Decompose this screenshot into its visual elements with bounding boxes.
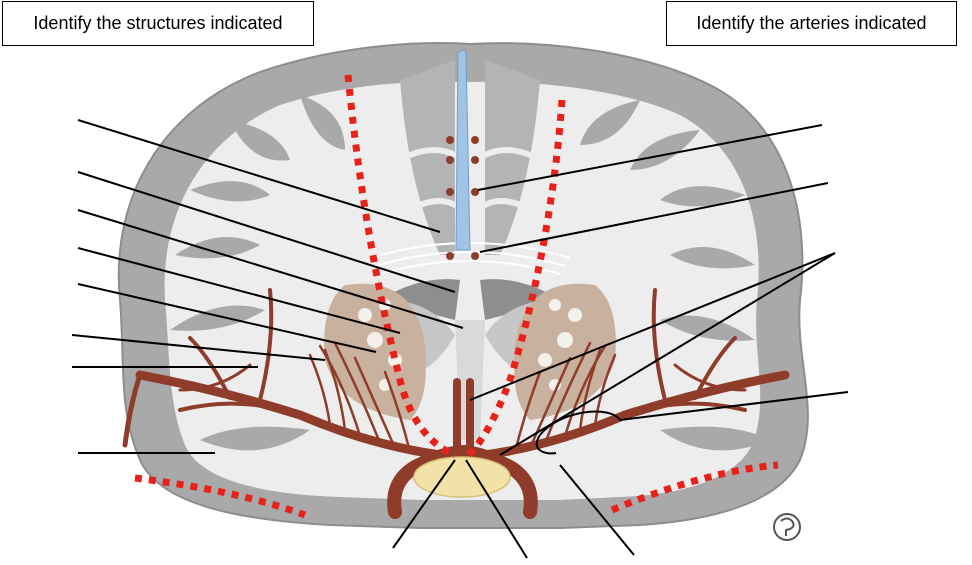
artery-leader-3a <box>469 252 836 401</box>
gyri <box>170 95 770 451</box>
optic-chiasm <box>413 456 511 498</box>
artery-leader-1 <box>477 124 823 191</box>
vascular-territory-boundaries <box>134 74 779 519</box>
lateral-ventricle-right <box>480 279 560 320</box>
aca-mca-boundary-right <box>465 99 566 458</box>
artery-leader-lines <box>469 124 849 556</box>
leader-line-2 <box>77 171 456 293</box>
longitudinal-fissure <box>455 49 471 251</box>
artery-leader-loop <box>535 410 621 455</box>
aca-mca-boundary-left <box>344 74 457 459</box>
white-matter <box>164 81 761 500</box>
leader-line-9 <box>392 459 456 549</box>
mca-pca-boundary-right <box>610 461 779 514</box>
artery-leader-2 <box>479 182 829 253</box>
anterior-cerebral-branches <box>446 136 479 260</box>
artery-tree <box>122 288 790 519</box>
lateral-ventricle-left <box>380 279 460 320</box>
leader-line-6 <box>71 334 326 361</box>
artery-leader-5 <box>559 464 635 556</box>
arteries-prompt-box: Identify the arteries indicated <box>666 1 957 46</box>
leader-line-1 <box>77 119 441 233</box>
structures-prompt-text: Identify the structures indicated <box>33 13 283 33</box>
structures-prompt-box: Identify the structures indicated <box>2 1 314 46</box>
leader-line-5 <box>77 283 377 353</box>
structure-leader-lines <box>71 119 528 559</box>
mca-pca-boundary-left <box>134 474 307 519</box>
internal-carotid-left <box>387 445 472 519</box>
leader-line-3 <box>77 209 464 329</box>
leader-line-4 <box>77 247 401 334</box>
medial-cortex-right <box>485 60 540 255</box>
medial-cortex-left <box>400 60 455 255</box>
copyright-logo-icon <box>773 513 801 541</box>
arteries-prompt-text: Identify the arteries indicated <box>696 13 927 33</box>
artery-leader-4 <box>619 391 849 421</box>
lentiform-nucleus-right <box>514 283 616 420</box>
leader-line-10 <box>465 459 528 559</box>
